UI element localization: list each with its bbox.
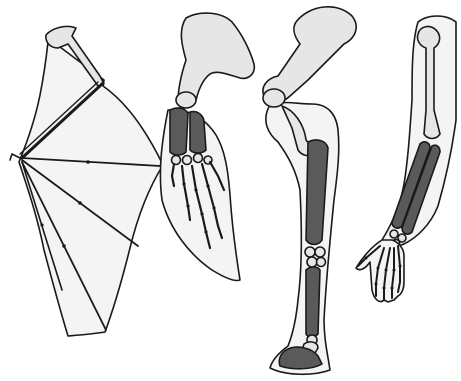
flipper-ulna	[190, 112, 206, 153]
flipper-humerus	[178, 13, 254, 102]
flipper-radius	[170, 108, 188, 155]
horse-cannon-bone	[306, 267, 320, 337]
flipper-icon	[160, 13, 254, 280]
human-arm-icon	[356, 16, 456, 302]
horse-elbow	[263, 89, 285, 107]
bat-wing-membrane	[19, 42, 163, 336]
human-hand	[356, 240, 404, 302]
bat-wing-icon	[10, 26, 163, 336]
flipper-elbow	[176, 92, 196, 108]
horse-humerus	[263, 7, 356, 102]
bat-thumb	[10, 154, 20, 160]
horse-leg-icon	[263, 7, 356, 374]
